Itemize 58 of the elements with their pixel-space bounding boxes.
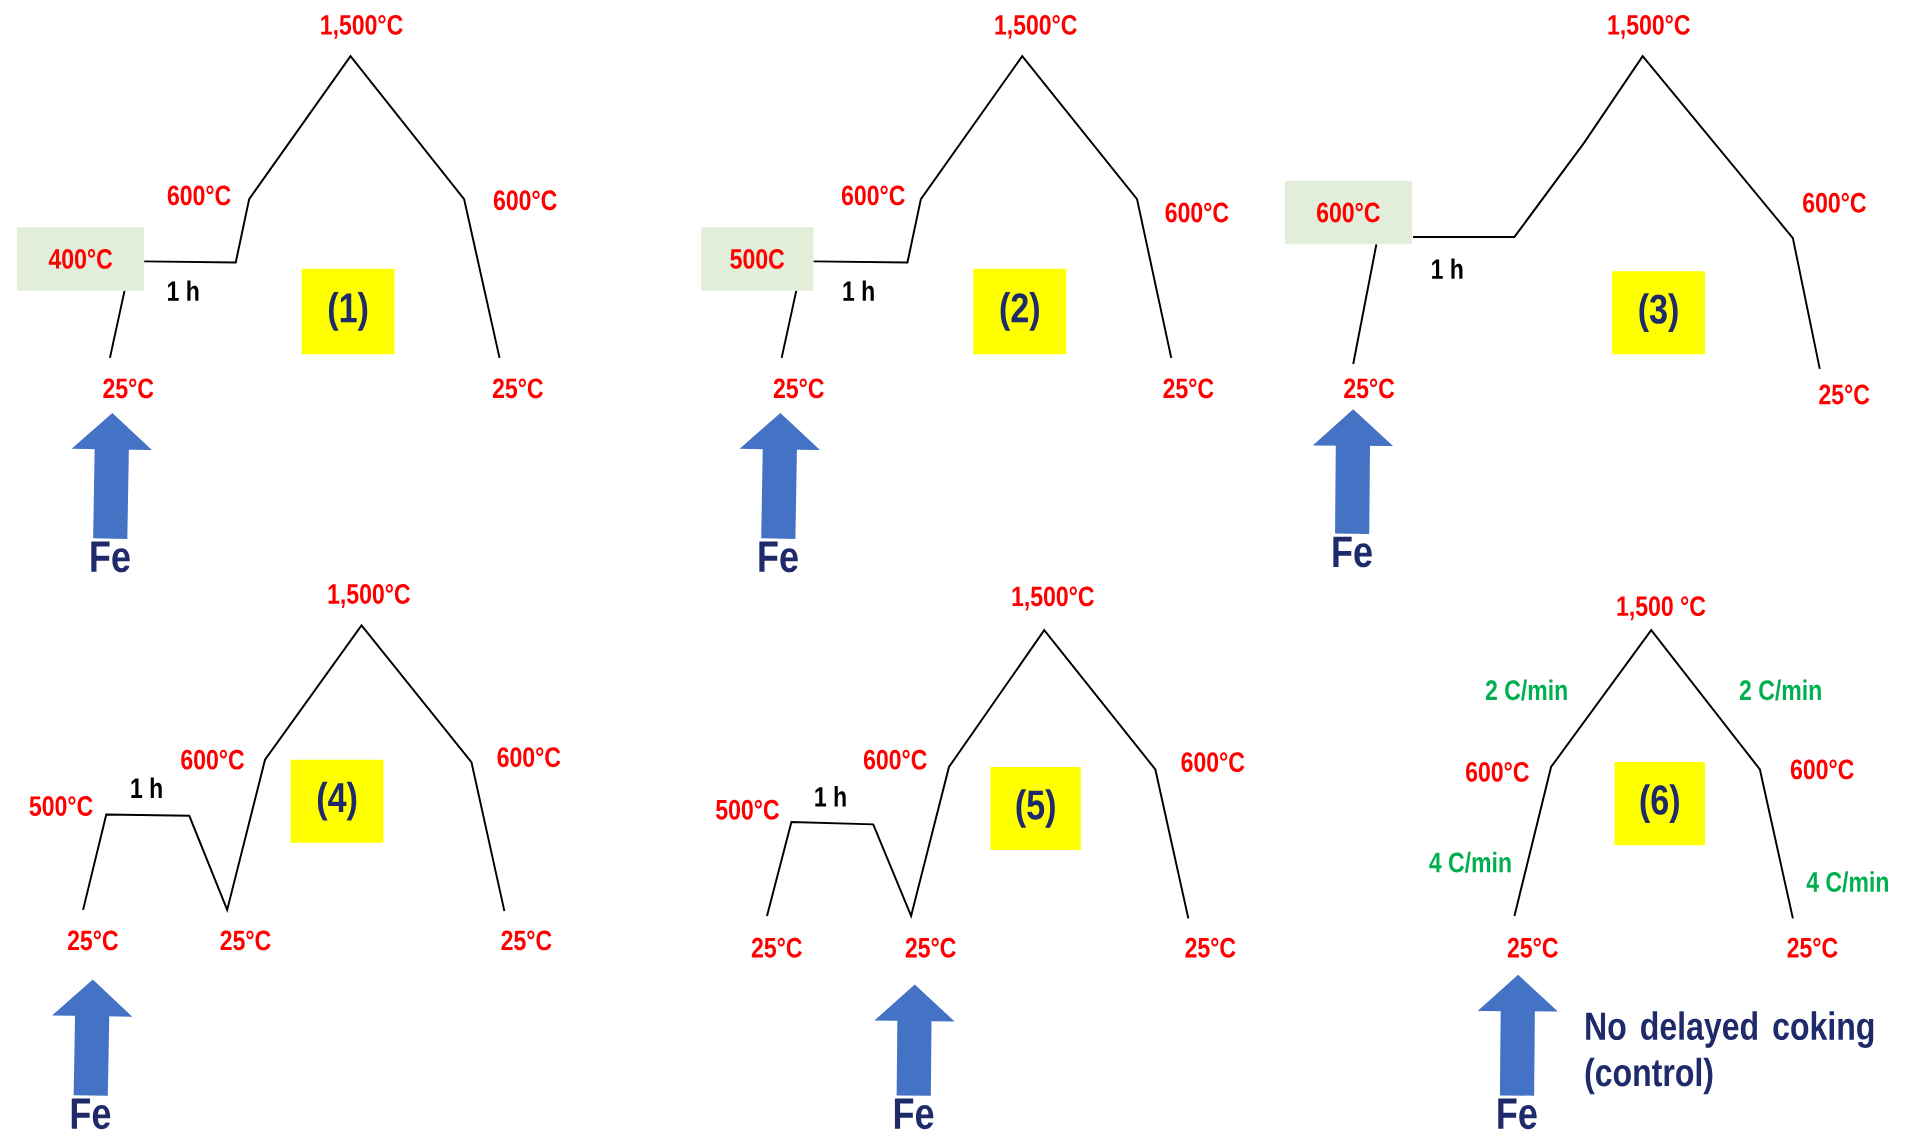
temperature-label: 25°C <box>220 930 271 951</box>
note-text: No delayed coking (control) <box>1585 1011 1874 1095</box>
rate-label: 4 C/min <box>1429 851 1511 873</box>
element-label: Fe <box>71 1098 111 1130</box>
temperature-label: 1,500°C <box>328 584 410 608</box>
panel-number-box: (1) <box>301 268 395 355</box>
temperature-label: 600°C <box>1181 752 1245 773</box>
element-label: Fe <box>759 541 798 573</box>
element-label: Fe <box>894 1098 934 1130</box>
temperature-label: 25°C <box>751 937 802 958</box>
temperature-label: 25°C <box>501 930 552 951</box>
temperature-label: 600°C <box>1803 192 1866 213</box>
rate-label: 2 C/min <box>1485 679 1567 701</box>
temperature-label: 600°C <box>1790 759 1854 780</box>
temperature-label: 25°C <box>773 378 824 399</box>
temperature-label: 25°C <box>103 378 154 399</box>
temperature-label: 600°C <box>1466 761 1529 782</box>
temperature-label: 500°C <box>716 799 779 820</box>
temperature-label: 600°C <box>167 185 231 206</box>
duration-label: 1 h <box>168 280 199 301</box>
temperature-label: 1,500 °C <box>1617 596 1706 621</box>
panel-number-box: (5) <box>990 766 1081 850</box>
highlight-box: 500C <box>701 227 814 291</box>
temperature-label: 1,500°C <box>1608 14 1690 39</box>
temperature-label: 25°C <box>1185 937 1236 958</box>
temperature-label: 25°C <box>1507 937 1558 958</box>
temperature-label: 25°C <box>1344 378 1395 399</box>
element-label: Fe <box>1333 536 1372 568</box>
duration-label: 1 h <box>1432 258 1463 279</box>
temperature-label: 25°C <box>492 378 543 399</box>
temperature-label: 25°C <box>1787 937 1838 958</box>
temperature-label: 600°C <box>181 749 245 770</box>
panel-number-box: (6) <box>1614 762 1705 846</box>
duration-label: 1 h <box>131 777 162 798</box>
temperature-label: 600°C <box>863 749 927 770</box>
element-label: Fe <box>1498 1098 1537 1130</box>
temperature-label: 25°C <box>1163 378 1214 399</box>
temperature-label: 1,500°C <box>995 14 1077 39</box>
duration-label: 1 h <box>843 280 874 301</box>
temperature-label: 1,500°C <box>321 14 403 39</box>
temperature-label: 25°C <box>1819 384 1870 405</box>
element-label: Fe <box>91 541 130 573</box>
panel-number-box: (3) <box>1612 271 1705 355</box>
temperature-label: 600°C <box>497 747 561 768</box>
temperature-label: 1,500°C <box>1012 586 1094 611</box>
panel-number-box: (2) <box>973 268 1067 355</box>
temperature-label: 600°C <box>841 185 905 206</box>
duration-label: 1 h <box>815 786 846 807</box>
highlight-box: 600°C <box>1284 180 1412 245</box>
temperature-label: 25°C <box>67 930 118 951</box>
rate-label: 4 C/min <box>1806 871 1888 893</box>
highlight-box: 400°C <box>17 227 145 291</box>
panel-number-box: (4) <box>290 759 384 843</box>
temperature-label: 600°C <box>493 190 557 211</box>
temperature-label: 25°C <box>905 937 956 958</box>
rate-label: 2 C/min <box>1739 679 1821 701</box>
temperature-label: 500°C <box>29 796 93 816</box>
temperature-label: 600°C <box>1165 202 1229 223</box>
